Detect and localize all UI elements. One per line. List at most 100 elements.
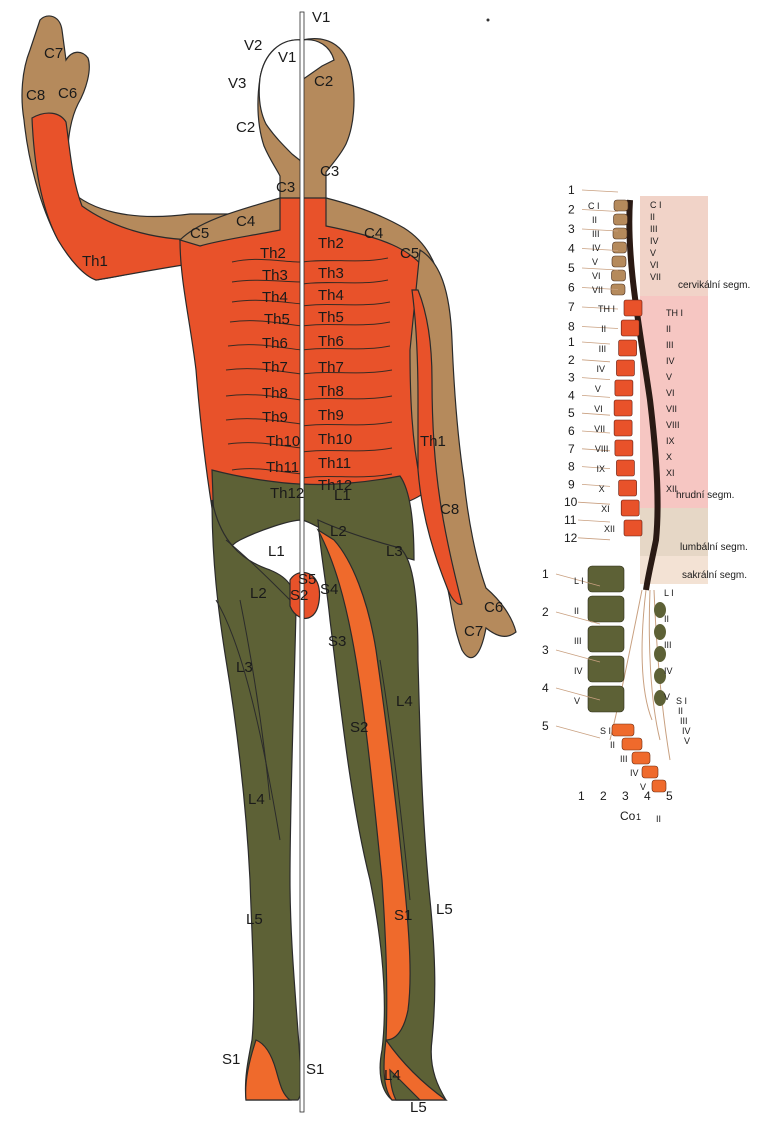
spine-root-number-23: 4 — [542, 681, 549, 695]
cervical-vertebra-label-2: III — [592, 229, 600, 239]
thoracic-vertebra-2 — [619, 340, 637, 356]
spine-root-number-21: 2 — [542, 605, 549, 619]
spine-root-number-11: 4 — [568, 388, 575, 402]
label-c3-left: C3 — [276, 179, 295, 196]
spine-root-number-1: 2 — [568, 203, 575, 217]
spine-diagram: cervikální segm. hrudní segm. lumbální s… — [542, 183, 750, 824]
label-th1-left: Th1 — [82, 253, 108, 270]
label-th-left-4: Th4 — [262, 289, 288, 306]
label-th-right-8: Th8 — [318, 383, 344, 400]
label-th-left-10: Th10 — [266, 433, 300, 450]
label-s4: S4 — [320, 581, 338, 598]
label-th1-right: Th1 — [420, 433, 446, 450]
label-th-right-10: Th10 — [318, 431, 352, 448]
region-label-lumbar: lumbální segm. — [680, 542, 748, 553]
cord-thoracic-label-9: X — [666, 452, 672, 462]
label-th-left-3: Th3 — [262, 267, 288, 284]
root-connector-4 — [582, 268, 618, 270]
region-label-cervical: cervikální segm. — [678, 280, 750, 291]
cervical-vertebra-label-5: VI — [592, 271, 601, 281]
spine-root-number-16: 9 — [568, 477, 575, 491]
cervical-vertebra-5 — [612, 270, 626, 281]
root-connector-24 — [556, 726, 600, 738]
root-connector-18 — [578, 520, 610, 522]
cervical-vertebra-label-3: IV — [592, 243, 601, 253]
label-l2-left: L2 — [250, 585, 267, 602]
label-th-right-6: Th6 — [318, 333, 344, 350]
coccyx-number-1: 1 — [636, 812, 641, 822]
cervical-vertebra-label-6: VII — [592, 285, 603, 295]
cervical-vertebra-4 — [612, 256, 626, 267]
label-l3-right: L3 — [386, 543, 403, 560]
label-l5-right: L5 — [436, 901, 453, 918]
cord-thoracic-label-6: VII — [666, 404, 677, 414]
label-c7-right: C7 — [464, 623, 483, 640]
spine-root-number-19: 12 — [564, 531, 578, 545]
label-l1-right: L1 — [334, 487, 351, 504]
label-th-right-3: Th3 — [318, 265, 344, 282]
cord-cervical-label-3: IV — [650, 236, 659, 246]
cord-lumbar-label-0: L I — [664, 588, 674, 598]
label-l4-left: L4 — [248, 791, 265, 808]
cervical-vertebra-2 — [613, 228, 627, 239]
label-v1-face: V1 — [278, 49, 296, 66]
lumbar-vertebra-label-2: III — [574, 636, 582, 646]
thoracic-vertebra-11 — [624, 520, 642, 536]
label-th-right-4: Th4 — [318, 287, 344, 304]
label-c5-right: C5 — [400, 245, 419, 262]
spine-root-number-4: 5 — [568, 261, 575, 275]
label-c6-right: C6 — [484, 599, 503, 616]
label-l4-foot: L4 — [384, 1067, 401, 1084]
label-s1-foot-left: S1 — [222, 1051, 240, 1068]
root-connector-9 — [582, 360, 610, 362]
cord-cervical-label-5: VI — [650, 260, 659, 270]
spine-root-number-29: 5 — [666, 789, 673, 803]
label-c4-left: C4 — [236, 213, 255, 230]
label-s2-right: S2 — [350, 719, 368, 736]
label-th-left-11: Th11 — [266, 459, 299, 476]
root-connector-0 — [582, 190, 618, 192]
cervical-vertebra-label-1: II — [592, 215, 597, 225]
label-c2-left: C2 — [236, 119, 255, 136]
spine-root-number-26: 2 — [600, 789, 607, 803]
cord-cervical-label-0: C I — [650, 200, 662, 210]
label-c5-left: C5 — [190, 225, 209, 242]
label-v1-top: V1 — [312, 9, 330, 26]
root-connector-10 — [582, 378, 610, 380]
sacral-vertebra-0 — [612, 724, 634, 736]
label-c6-left: C6 — [58, 85, 77, 102]
thoracic-vertebra-label-1: II — [601, 324, 606, 334]
cervical-vertebra-3 — [613, 242, 627, 253]
label-v3: V3 — [228, 75, 246, 92]
cord-sacral-label-3: IV — [682, 726, 691, 736]
spine-root-number-9: 2 — [568, 353, 575, 367]
thoracic-vertebra-label-7: VIII — [595, 444, 609, 454]
region-label-sacral: sakrální segm. — [682, 570, 747, 581]
spine-root-number-12: 5 — [568, 406, 575, 420]
spine-root-number-25: 1 — [578, 789, 585, 803]
lumbar-vertebra-label-1: II — [574, 606, 579, 616]
label-th-left-5: Th5 — [264, 311, 290, 328]
root-connector-16 — [582, 484, 610, 486]
cord-thoracic-label-3: IV — [666, 356, 675, 366]
root-connector-7 — [582, 327, 618, 329]
label-th-right-11: Th11 — [318, 455, 351, 472]
thoracic-vertebra-label-8: IX — [596, 464, 605, 474]
spine-root-number-3: 4 — [568, 242, 575, 256]
label-s5: S5 — [298, 571, 316, 588]
thoracic-vertebra-label-3: IV — [596, 364, 605, 374]
label-th-left-8: Th8 — [262, 385, 288, 402]
label-v2: V2 — [244, 37, 262, 54]
thoracic-vertebra-label-0: TH I — [598, 304, 615, 314]
root-connector-19 — [578, 538, 610, 540]
cord-thoracic-label-7: VIII — [666, 420, 680, 430]
sacral-vertebra-label-2: III — [620, 754, 628, 764]
lumbar-vertebra-label-4: V — [574, 696, 580, 706]
spine-root-number-20: 1 — [542, 567, 549, 581]
cord-thoracic-label-2: III — [666, 340, 674, 350]
thoracic-vertebra-4 — [615, 380, 633, 396]
label-c2-right: C2 — [314, 73, 333, 90]
cord-sacral-label-1: II — [678, 706, 683, 716]
spine-root-number-22: 3 — [542, 643, 549, 657]
